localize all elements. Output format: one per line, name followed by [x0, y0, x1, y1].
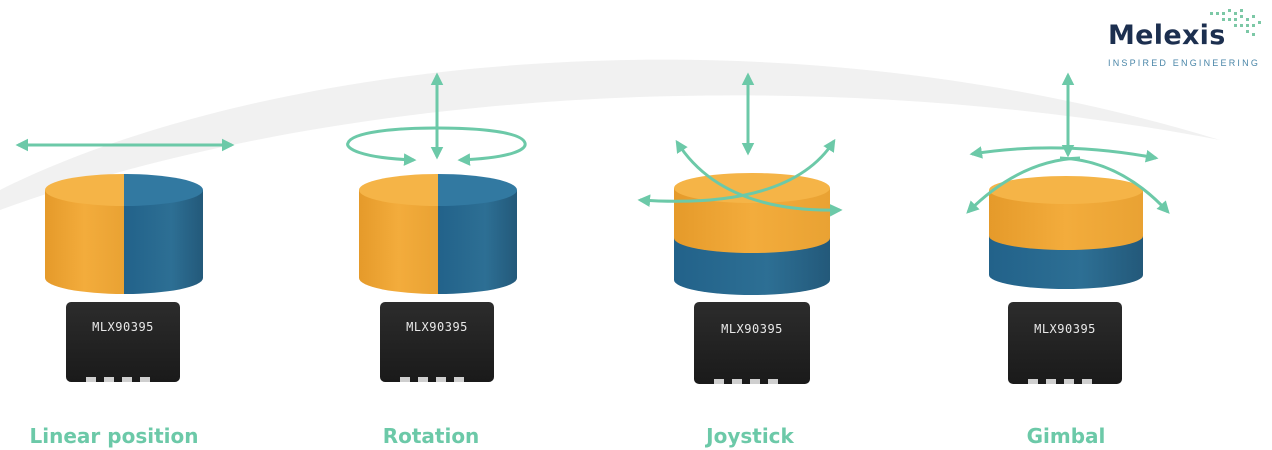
chip-label: MLX90395 [92, 320, 154, 334]
chip-label: MLX90395 [721, 322, 783, 336]
panel-gimbal: MLX90395 [966, 72, 1170, 384]
mlx90395-chip: MLX90395 [66, 302, 180, 382]
panel-linear-position: MLX90395 [15, 138, 235, 382]
magnet-cylinder [359, 174, 517, 294]
caption-joystick: Joystick [706, 424, 794, 448]
mlx90395-chip: MLX90395 [694, 302, 810, 384]
panel-rotation: MLX90395 [346, 72, 527, 382]
logo-dot-pattern-icon [1210, 9, 1261, 36]
tilt-arrow-right [637, 138, 836, 207]
caption-gimbal: Gimbal [1026, 424, 1106, 448]
rotation-arrow [346, 126, 527, 166]
gimbal-arrow-right [1059, 156, 1170, 214]
chip-label: MLX90395 [406, 320, 468, 334]
logo-wordmark: Melexis [1108, 20, 1226, 51]
mlx90395-chip: MLX90395 [1008, 302, 1122, 384]
gimbal-arrow-upper [969, 146, 1159, 163]
melexis-logo: Melexis INSPIRED ENGINEERING [1096, 6, 1266, 72]
caption-linear-position: Linear position [29, 424, 199, 448]
mlx90395-chip: MLX90395 [380, 302, 494, 382]
chip-label: MLX90395 [1034, 322, 1096, 336]
caption-rotation: Rotation [382, 424, 480, 448]
magnet-cylinder [674, 173, 830, 295]
magnet-cylinder [989, 176, 1143, 289]
panel-joystick: MLX90395 [637, 72, 843, 384]
magnet-cylinder [45, 174, 203, 294]
logo-tagline: INSPIRED ENGINEERING [1108, 58, 1261, 68]
background-swoosh [0, 59, 1220, 210]
